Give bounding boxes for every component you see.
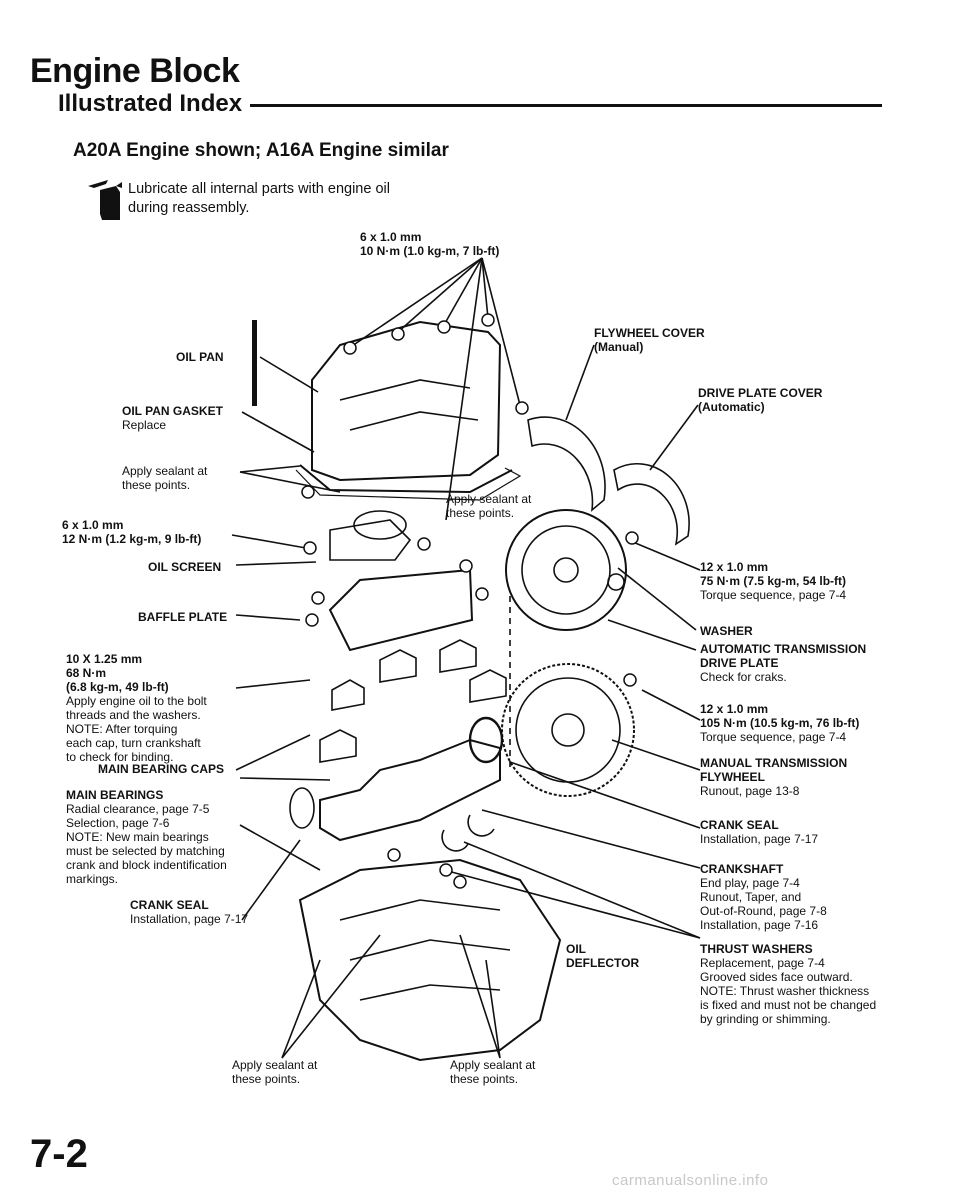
- at-drive-plate-label: AUTOMATIC TRANSMISSION DRIVE PLATE Check…: [700, 642, 867, 684]
- washer-label: WASHER: [700, 624, 753, 638]
- bolt-12x1-a-spec: 12 x 1.0 mm 75 N·m (7.5 kg-m, 54 lb-ft) …: [700, 560, 847, 602]
- main-bearing-caps-label: MAIN BEARING CAPS: [98, 762, 225, 776]
- drive-plate-cover-label: DRIVE PLATE COVER (Automatic): [698, 386, 823, 414]
- main-bearings-block: MAIN BEARINGS Radial clearance, page 7-5…: [66, 788, 227, 886]
- page-marker-bar: [252, 320, 257, 406]
- thrust-washers-block: THRUST WASHERS Replacement, page 7-4 Gro…: [700, 942, 877, 1026]
- oil-pan-gasket-label: OIL PAN GASKET Replace: [122, 404, 223, 432]
- oil-can-icon: [88, 180, 122, 220]
- crankshaft-block: CRANKSHAFT End play, page 7-4 Runout, Ta…: [700, 862, 827, 932]
- engine-note: A20A Engine shown; A16A Engine similar: [73, 140, 449, 161]
- bolt-12x1-b-spec: 12 x 1.0 mm 105 N·m (10.5 kg-m, 76 lb-ft…: [700, 702, 860, 744]
- watermark: carmanualsonline.info: [612, 1172, 769, 1189]
- oil-screen-label: OIL SCREEN: [148, 560, 222, 574]
- section-subtitle: Illustrated Index: [58, 90, 243, 117]
- oil-pan-label: OIL PAN: [176, 350, 224, 364]
- page-number: 7-2: [30, 1132, 88, 1176]
- header-rule: [250, 104, 882, 107]
- crank-seal-right: CRANK SEAL Installation, page 7-17: [700, 818, 819, 846]
- apply-sealant-bottom-right: Apply sealant at these points.: [450, 1058, 536, 1086]
- oil-deflector-label: OIL DEFLECTOR: [566, 942, 640, 970]
- apply-sealant-center: Apply sealant at these points.: [446, 492, 532, 520]
- apply-sealant-bottom-left: Apply sealant at these points.: [232, 1058, 318, 1086]
- top-bolt-spec: 6 x 1.0 mm 10 N·m (1.0 kg-m, 7 lb-ft): [360, 230, 500, 258]
- mt-flywheel-label: MANUAL TRANSMISSION FLYWHEEL Runout, pag…: [700, 756, 848, 798]
- baffle-plate-label: BAFFLE PLATE: [138, 610, 228, 624]
- apply-sealant-left: Apply sealant at these points.: [122, 464, 208, 492]
- bolt-6x1-spec: 6 x 1.0 mm 12 N·m (1.2 kg-m, 9 lb-ft): [62, 518, 202, 546]
- lubricate-note: Lubricate all internal parts with engine…: [128, 181, 390, 216]
- flywheel-cover-label: FLYWHEEL COVER (Manual): [594, 326, 705, 354]
- crank-seal-left: CRANK SEAL Installation, page 7-17: [130, 898, 249, 926]
- page-title: Engine Block: [30, 52, 240, 90]
- bolt-10x125-spec: 10 X 1.25 mm 68 N·m (6.8 kg-m, 49 lb-ft)…: [66, 652, 207, 764]
